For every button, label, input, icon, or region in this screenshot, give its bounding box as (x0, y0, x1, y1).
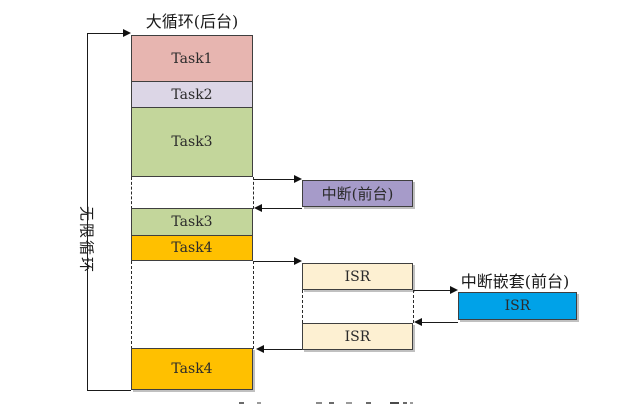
arrow-isr-to-nested-line (413, 290, 450, 291)
task3-box-first: Task3 (131, 107, 253, 177)
column-gap2-left-dash (131, 261, 132, 349)
arrow-nested-return-head-icon (414, 318, 422, 326)
task3-box-second: Task3 (131, 208, 253, 236)
loop-line-bottom (87, 390, 131, 391)
arrow-isr-return-to-task4-head-icon (256, 345, 264, 353)
arrow-task3-to-interrupt-line (254, 179, 294, 180)
interrupt-nesting-title: 中断嵌套(前台) (460, 272, 570, 291)
isr-box-second: ISR (302, 323, 413, 350)
loop-line-top (87, 33, 124, 34)
loop-line-vertical (87, 33, 88, 390)
arrow-nested-return-line (422, 322, 458, 323)
task2-box: Task2 (131, 81, 253, 108)
arrow-isr-to-nested-head-icon (450, 286, 458, 294)
arrow-interrupt-return-line (262, 208, 302, 209)
background-loop-title: 大循环(后台) (145, 12, 239, 31)
task4-box-second: Task4 (131, 348, 253, 390)
loop-arrowhead-icon (123, 29, 131, 37)
isr-box-first: ISR (302, 263, 413, 290)
task4-box-first: Task4 (131, 235, 253, 261)
isr-gap-right-dash (413, 290, 414, 323)
isr-gap-left-dash (302, 290, 303, 323)
nested-isr-box: ISR (458, 292, 577, 320)
column-gap1-left-dash (131, 177, 132, 209)
column-gap2-right-dash (253, 261, 254, 349)
column-gap1-right-dash (253, 177, 254, 209)
arrow-task4-to-isr-head-icon (294, 257, 302, 265)
interrupt-box: 中断(前台) (302, 180, 413, 207)
arrow-interrupt-return-head-icon (254, 204, 262, 212)
arrow-task4-to-isr-line (254, 261, 294, 262)
task1-box: Task1 (131, 35, 253, 82)
infinite-loop-label: 无限循环 (77, 205, 96, 275)
arrow-isr-return-to-task4-line (264, 349, 302, 350)
arrow-task3-to-interrupt-head-icon (294, 175, 302, 183)
